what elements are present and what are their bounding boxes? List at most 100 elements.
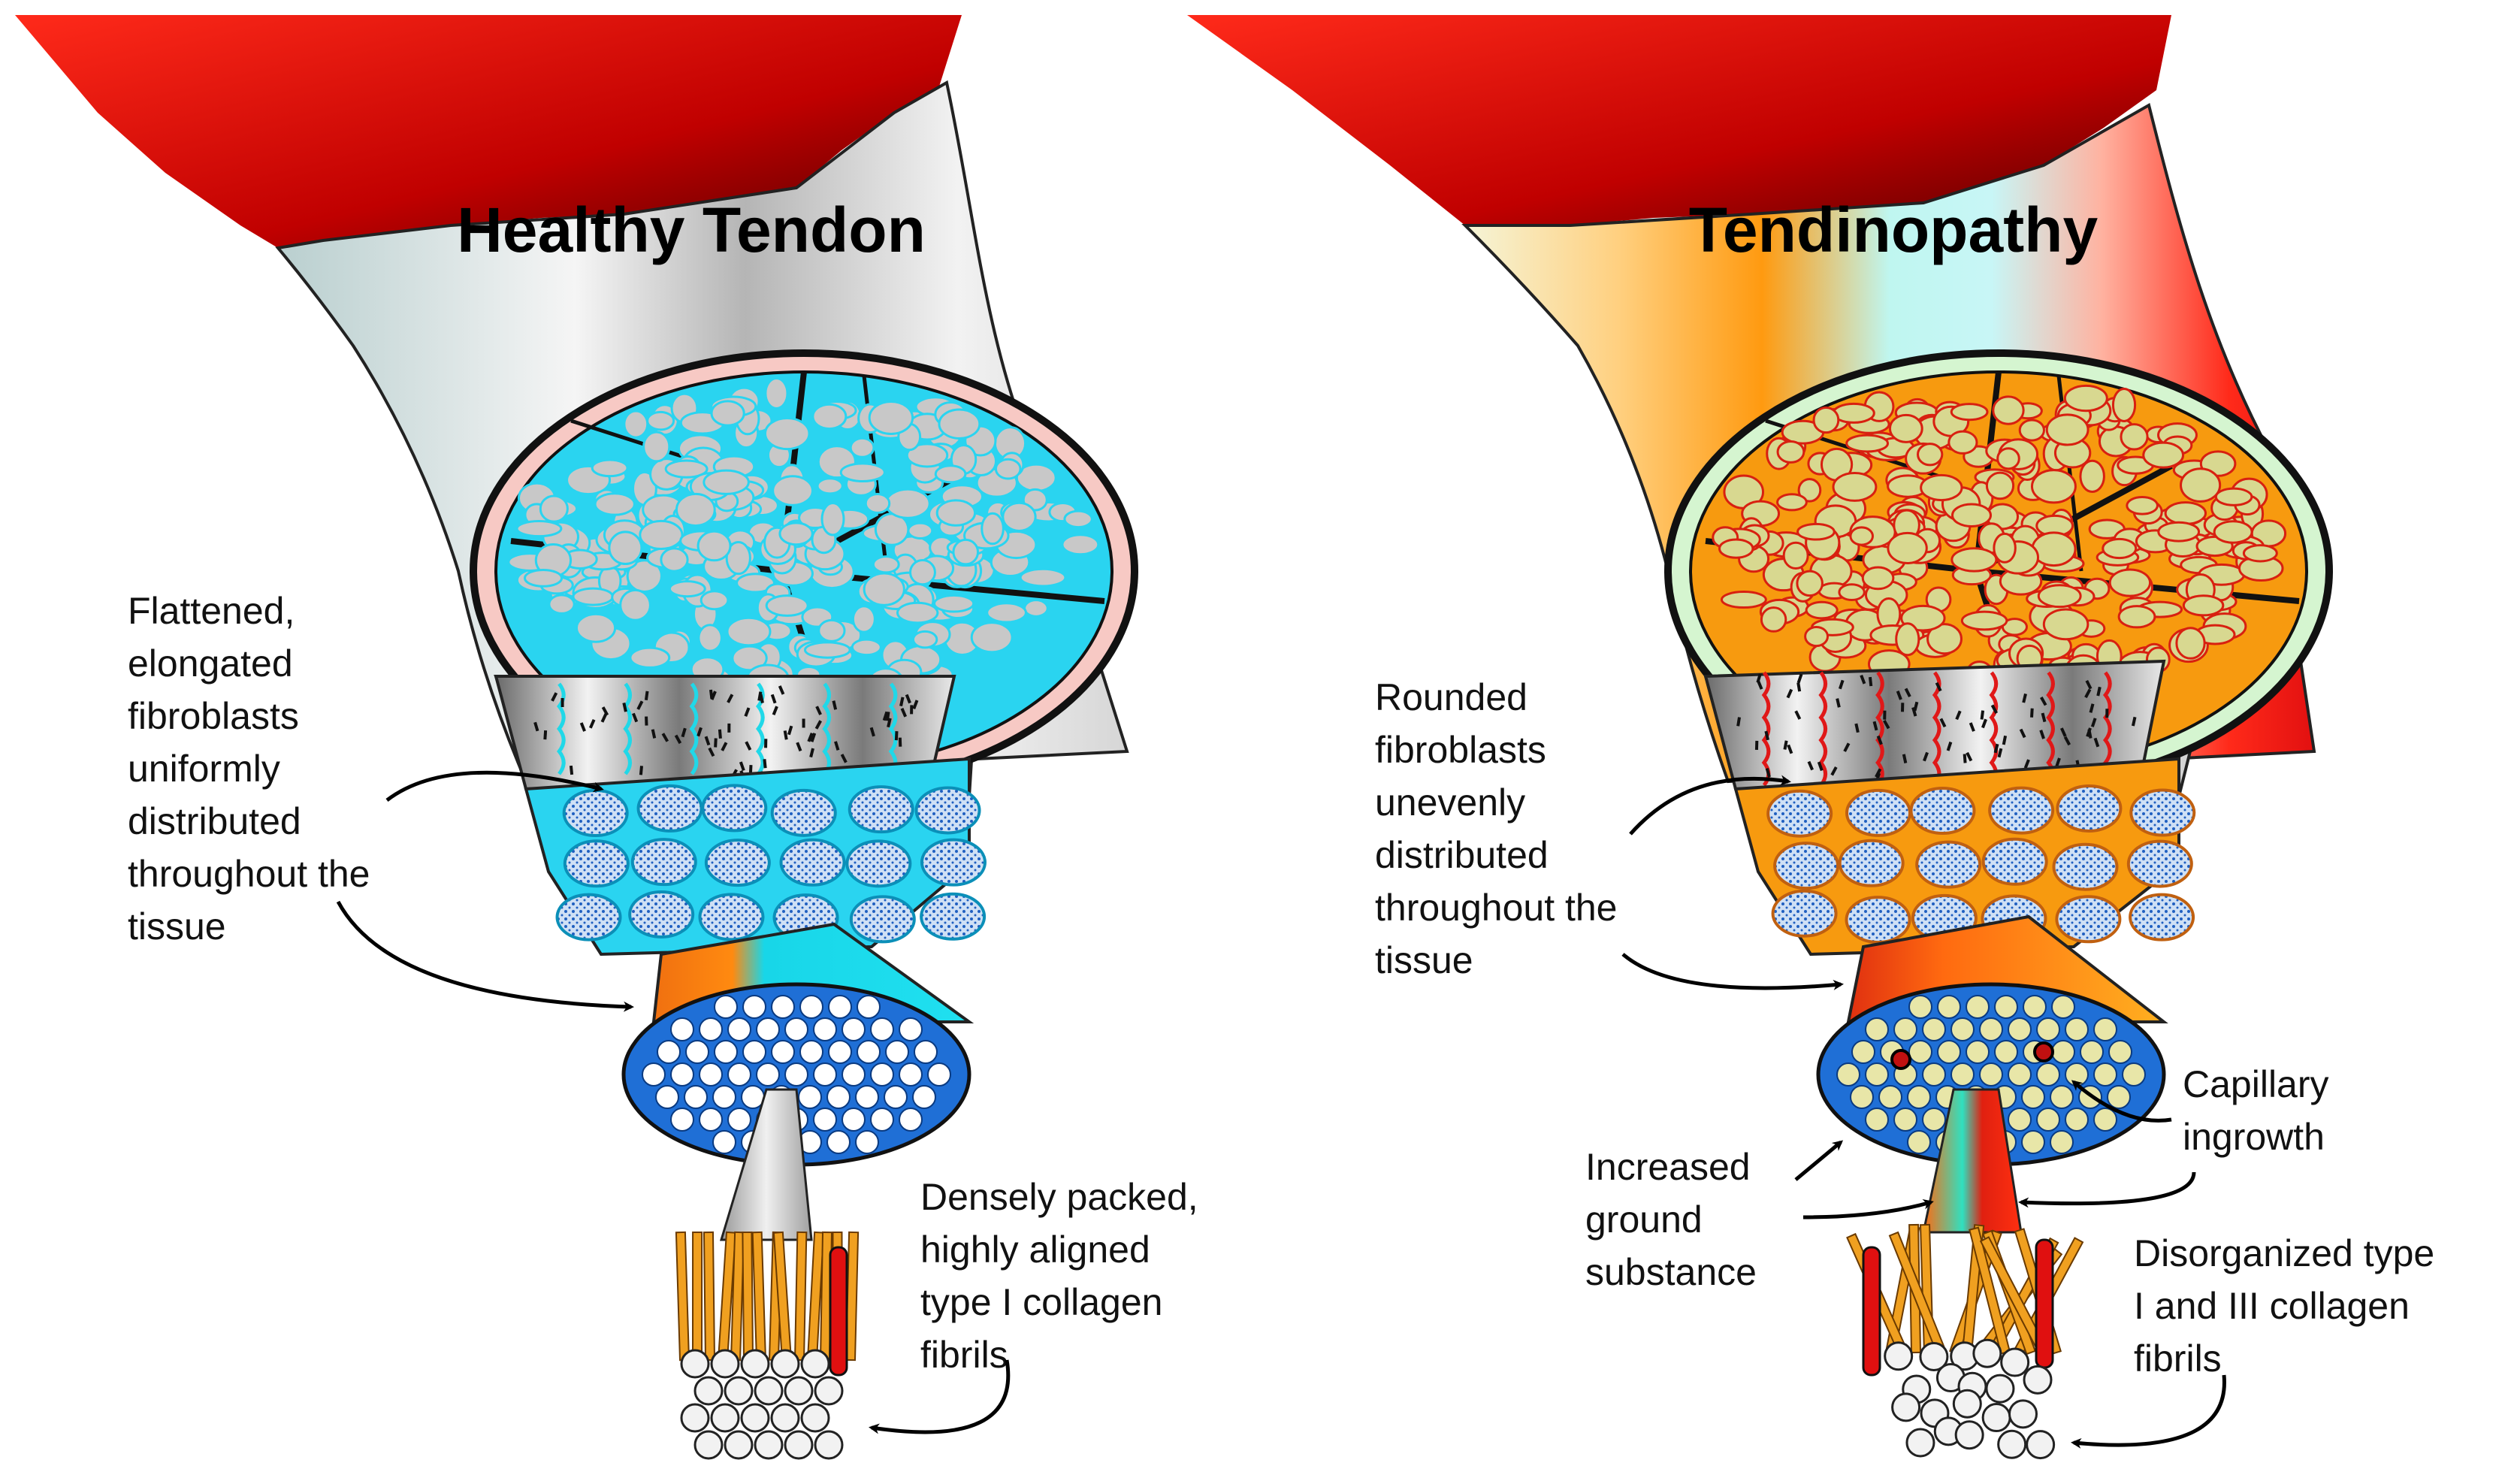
fiber-cell (575, 612, 617, 643)
fiber-cell (970, 621, 1014, 654)
fibroblast (2019, 728, 2026, 739)
bundle-fibril (699, 1062, 723, 1087)
fascicle (770, 788, 837, 837)
fibroblast (807, 732, 814, 742)
wavy-fiber (689, 682, 699, 775)
fibroblast (661, 733, 669, 742)
capillary (1890, 1049, 1911, 1070)
bundle-fibril (1937, 995, 1961, 1019)
fibroblast (1830, 766, 1838, 776)
fiber-cell (572, 587, 614, 606)
label-line: fibroblasts (1375, 729, 1546, 771)
fibroblast (551, 692, 558, 702)
fascicle (1915, 840, 1982, 889)
fibroblast (2039, 730, 2045, 739)
fibroblast (1764, 730, 1770, 741)
fibroblast (2131, 716, 2137, 727)
fibroblast (645, 716, 648, 726)
fiber-cell (778, 521, 814, 546)
healthy-title: Healthy Tendon (457, 195, 926, 265)
fascicle (2056, 784, 2123, 833)
fibroblast (2089, 703, 2095, 713)
collagen-fibril (793, 1231, 808, 1362)
bundle-fibril (2051, 995, 2075, 1019)
fibroblast (810, 733, 817, 742)
bundle-fibril (1865, 1108, 1889, 1132)
bundle-fibril (742, 995, 766, 1019)
arrow-capillary-1 (2071, 1080, 2172, 1123)
bundle-fibril (1966, 995, 1990, 1019)
fibroblast (2041, 712, 2047, 723)
fibroblast (561, 698, 564, 708)
fibroblast (639, 766, 643, 775)
fiber-cell (1985, 471, 2015, 500)
fiber-cell (1950, 503, 1993, 527)
fibroblast (899, 697, 905, 707)
bundle-fibril (642, 1062, 666, 1087)
fascicle (704, 839, 771, 887)
fibril-end (710, 1349, 740, 1379)
bundle-fibril (828, 1040, 852, 1064)
fiber-cell (696, 530, 732, 562)
fibril-end (680, 1349, 710, 1379)
fibril-end (1891, 1392, 1921, 1422)
fibroblast (721, 742, 728, 751)
capillary-vessel (829, 1246, 848, 1377)
fascicle (1845, 896, 1911, 945)
bundle-fibril (670, 1108, 694, 1132)
fiber-cell (710, 400, 745, 427)
fibril-end (1954, 1420, 1984, 1450)
fiber-cell (2042, 608, 2089, 641)
fiber-cell (619, 588, 651, 621)
fibril-end (814, 1430, 844, 1460)
fiber-cell (1804, 625, 1830, 648)
fibroblast (764, 739, 768, 748)
fiber-cell (817, 618, 846, 642)
bundle-fibril (914, 1040, 938, 1064)
fascicle (698, 893, 765, 941)
fiber-cell (626, 559, 663, 593)
bundle-fibril (2050, 1130, 2074, 1154)
fibroblast (651, 729, 657, 739)
collagen-fibril (742, 1231, 754, 1362)
fiber-cell (2214, 487, 2253, 506)
bundle-fibril (885, 1040, 909, 1064)
label-line: Increased (1585, 1146, 1751, 1188)
fiber-cell (1861, 566, 1895, 591)
fiber-cell (911, 630, 938, 649)
fiber-cell (907, 521, 934, 539)
fiber-cell (539, 494, 569, 523)
bundle-fibril (842, 1062, 866, 1087)
fibroblast (1783, 740, 1788, 750)
bundle-fibril (1950, 1017, 1975, 1041)
bundle-fibril (657, 1040, 681, 1064)
fiber-cell (1887, 531, 1928, 565)
collagen-fibril (703, 1231, 716, 1362)
fascicle (845, 839, 912, 888)
bundle-fibril (870, 1108, 894, 1132)
fiber-cell (2117, 605, 2156, 629)
bundle-fibril (2050, 1085, 2074, 1109)
bundle-fibril (1922, 1062, 1946, 1087)
fibroblast (710, 691, 717, 700)
fiber-cell (1849, 526, 1874, 546)
bundle-fibril (727, 1108, 751, 1132)
label-line: distributed (1375, 834, 1549, 876)
fiber-cell (851, 638, 882, 657)
fibroblast (1838, 679, 1845, 690)
bundle-fibril (2122, 1062, 2146, 1087)
fibroblast (1990, 704, 1999, 715)
fibril-end (784, 1430, 814, 1460)
fibroblast (727, 723, 731, 733)
fiber-cell (1061, 533, 1100, 556)
fiber-cell (994, 458, 1022, 480)
fibroblast (1872, 721, 1878, 731)
label-line: unevenly (1375, 781, 1525, 824)
fiber-cell (2182, 594, 2225, 617)
fiber-cells-healthy (507, 377, 1100, 706)
fibroblast (898, 737, 902, 747)
label-line: Rounded (1375, 676, 1527, 718)
fiber-cell (1796, 570, 1824, 597)
fibroblast (814, 720, 822, 730)
fibroblast (912, 700, 919, 709)
